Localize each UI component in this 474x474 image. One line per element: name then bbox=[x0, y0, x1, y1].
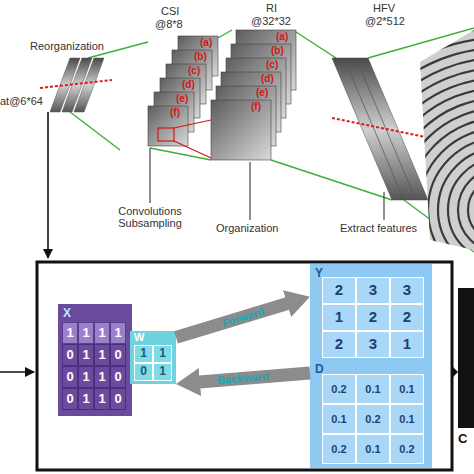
matrix-cell: 1 bbox=[78, 322, 94, 344]
layer-letter: (b) bbox=[194, 51, 207, 62]
layer-letter: (f) bbox=[251, 101, 261, 112]
layer-letter: (c) bbox=[266, 59, 278, 70]
input-bar bbox=[74, 58, 104, 112]
matrix-name: C bbox=[458, 432, 467, 445]
stage-label: RI bbox=[266, 2, 277, 14]
forward-arrow bbox=[176, 301, 297, 338]
matrix-cell: 1 bbox=[390, 331, 424, 358]
matrix-cell: 1 bbox=[78, 344, 94, 366]
matrix-cell: 1 bbox=[94, 322, 110, 344]
matrix-cell: 1 bbox=[94, 366, 110, 388]
wave-ring bbox=[468, 178, 474, 242]
matrix-cell: 0.1 bbox=[356, 434, 390, 464]
csi-stack bbox=[148, 36, 218, 146]
matrix-cell: 0.1 bbox=[390, 404, 424, 434]
down-arrow bbox=[47, 112, 49, 258]
matrix-cell: 1 bbox=[153, 363, 172, 381]
matrix-cell: 1 bbox=[94, 388, 110, 410]
output-block: C bbox=[458, 288, 474, 428]
layer-letter: (a) bbox=[276, 31, 288, 42]
feature-band bbox=[344, 58, 416, 200]
wave-ring bbox=[338, 48, 474, 372]
stage-label: @2*512 bbox=[365, 15, 405, 27]
kernel-window bbox=[158, 120, 211, 158]
matrix-name: X bbox=[63, 307, 71, 319]
layer-letter: (f) bbox=[170, 107, 180, 118]
leader-line bbox=[384, 192, 385, 220]
wave-ring bbox=[348, 58, 474, 362]
matrix-cell: 1 bbox=[134, 345, 153, 363]
layer-letter: (d) bbox=[261, 73, 274, 84]
stage-label: Convolutions Subsampling bbox=[108, 205, 192, 229]
matrix-cell: 0 bbox=[62, 388, 78, 410]
wave-ring bbox=[448, 158, 474, 262]
matrix-cell: 0.2 bbox=[390, 434, 424, 464]
projection-line bbox=[174, 120, 211, 128]
stage-label: HFV bbox=[373, 2, 395, 14]
matrix-backdrop bbox=[310, 264, 432, 468]
matrix-cell: 3 bbox=[356, 277, 390, 304]
guide-lines bbox=[70, 28, 474, 252]
matrix-cell: 1 bbox=[78, 366, 94, 388]
guide-line bbox=[271, 160, 392, 200]
leader-lines bbox=[150, 148, 384, 220]
matrix-cell: 0 bbox=[62, 366, 78, 388]
stage-label: Reorganization bbox=[30, 40, 104, 52]
layer-letter: (e) bbox=[256, 87, 268, 98]
process-frame bbox=[37, 262, 452, 470]
matrix-cell: 3 bbox=[356, 331, 390, 358]
kernel-box bbox=[158, 128, 174, 141]
matrix-cell: 0 bbox=[110, 388, 126, 410]
matrix-cell: 0.2 bbox=[356, 404, 390, 434]
matrix-cell: 3 bbox=[390, 277, 424, 304]
matrix-cell: 0 bbox=[110, 344, 126, 366]
matrix-cell: 1 bbox=[153, 345, 172, 363]
layer-letter: (c) bbox=[188, 65, 200, 76]
matrix-backdrop bbox=[58, 304, 132, 416]
matrix-cell: 1 bbox=[62, 322, 78, 344]
wave-ring bbox=[458, 168, 474, 252]
matrix-cell: 2 bbox=[322, 331, 356, 358]
matrix-cell: 0 bbox=[134, 363, 153, 381]
leader-line bbox=[150, 148, 151, 203]
matrix-cell: 0.1 bbox=[322, 404, 356, 434]
layer-letter: (d) bbox=[182, 79, 195, 90]
matrix-cell: 0.2 bbox=[322, 434, 356, 464]
leader-line bbox=[250, 162, 251, 220]
guide-line bbox=[296, 32, 336, 58]
projection-line bbox=[174, 141, 211, 158]
stage-label: @32*32 bbox=[251, 15, 291, 27]
matrix-cell: 2 bbox=[390, 304, 424, 331]
feature-band bbox=[356, 58, 428, 200]
stage-label: at@6*64 bbox=[0, 95, 43, 107]
matrix-cell: 0 bbox=[62, 344, 78, 366]
matrix-name: W bbox=[134, 332, 144, 343]
matrix-cell: 2 bbox=[322, 277, 356, 304]
layer-letter: (b) bbox=[271, 45, 284, 56]
guide-line bbox=[70, 112, 120, 150]
matrix-cell: 1 bbox=[110, 322, 126, 344]
stage-label: @8*8 bbox=[155, 18, 183, 30]
matrix-cell: 0.1 bbox=[356, 374, 390, 404]
feature-map bbox=[211, 100, 271, 160]
matrix-cell: 1 bbox=[322, 304, 356, 331]
stage-label: CSI bbox=[161, 5, 179, 17]
matrix-cell: 0.1 bbox=[390, 374, 424, 404]
stage-label: Extract features bbox=[340, 222, 417, 234]
layer-letter: (e) bbox=[176, 93, 188, 104]
input-arrow bbox=[0, 371, 34, 373]
matrix-cell: 0.2 bbox=[322, 374, 356, 404]
matrix-cell: 1 bbox=[94, 344, 110, 366]
layer-letter: (a) bbox=[200, 37, 212, 48]
matrix-cell: 0 bbox=[110, 366, 126, 388]
guide-line bbox=[218, 30, 232, 38]
stage-label: Organization bbox=[216, 222, 278, 234]
matrix-backdrop bbox=[130, 331, 176, 384]
matrix-cell: 1 bbox=[78, 388, 94, 410]
input-bars bbox=[40, 58, 112, 112]
ri-stack bbox=[211, 30, 296, 160]
red-cut-line bbox=[40, 80, 112, 88]
matrix-cell: 2 bbox=[356, 304, 390, 331]
